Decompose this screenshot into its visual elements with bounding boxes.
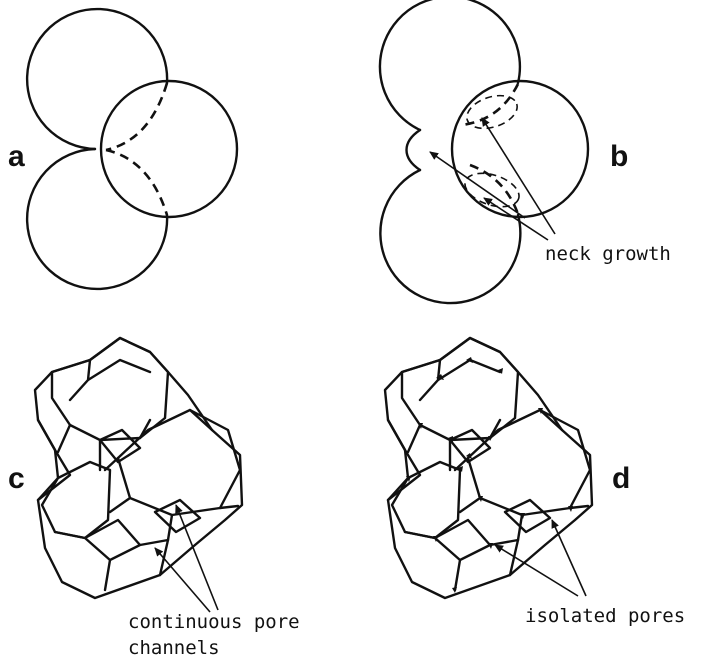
particle-top-b: [378, 0, 522, 132]
pore: [448, 436, 453, 442]
particle-bottom-a: [25, 147, 169, 291]
panel-c: c continuous pore channels: [8, 336, 300, 659]
neck-ellipse-lower: [464, 172, 520, 208]
pore: [568, 506, 573, 512]
grain-square-mid-d: [448, 428, 492, 464]
grain-center-facet-d: [453, 408, 590, 542]
grain-top-c: [50, 336, 170, 442]
neck-arrow-left: [429, 151, 526, 219]
pore: [488, 436, 493, 441]
panel-label-b: b: [610, 140, 628, 173]
neck-dash-lower: [469, 163, 520, 215]
isolated-arrow-1: [494, 544, 579, 597]
pore: [433, 536, 438, 542]
grain-facet-top-d: [406, 358, 502, 472]
neck-ellipse-upper: [466, 94, 518, 130]
pore-arrow-2: [154, 547, 211, 613]
grain-bottom-c: [53, 518, 170, 592]
particle-bottom-b: [379, 168, 522, 305]
grain-square-mid-c: [98, 428, 142, 464]
panel-label-a: a: [8, 140, 25, 173]
grain-square-lower-c: [153, 498, 202, 534]
pore-arrow-1: [175, 504, 219, 611]
grain-left-d: [390, 460, 462, 540]
pore: [538, 408, 543, 414]
neck-arrow-upper: [481, 117, 556, 235]
hidden-outline-top-a: [105, 82, 169, 152]
pore: [458, 466, 463, 472]
hidden-outline-bottom-a: [105, 148, 169, 216]
panel-d: d isolated pores: [383, 336, 685, 627]
pore: [466, 357, 473, 363]
pore: [466, 453, 472, 459]
isolated-arrow-2: [551, 519, 587, 597]
continuous-pore-label-line1: continuous pore: [128, 611, 300, 633]
pore: [488, 543, 493, 549]
isolated-pores-label: isolated pores: [525, 605, 685, 627]
panel-b: b neck growth: [378, 0, 671, 305]
grain-center-facet-c: [103, 408, 240, 542]
grain-square-lower-d: [503, 498, 552, 534]
grain-left-lobe-d: [386, 418, 410, 502]
grain-facet-top-c: [56, 358, 152, 472]
grain-left-c: [40, 460, 112, 540]
pore: [520, 513, 525, 519]
pore: [478, 496, 483, 502]
grain-cluster-outline-c: [33, 336, 244, 600]
particle-right-b: [450, 79, 590, 219]
neck-contour-b: [405, 128, 422, 172]
particle-top-a: [25, 7, 169, 151]
grain-cluster-outline-d: [383, 336, 594, 600]
isolated-pores: [406, 357, 573, 593]
neck-dash-upper: [461, 83, 520, 127]
pore: [406, 476, 411, 482]
panel-a: a: [8, 7, 239, 291]
particle-right-a: [99, 79, 239, 219]
continuous-pore-label-line2: channels: [128, 637, 220, 659]
grain-top-d: [400, 336, 520, 442]
pore: [436, 374, 444, 380]
neck-growth-label: neck growth: [545, 243, 671, 265]
pore: [498, 368, 503, 374]
pore: [452, 587, 457, 593]
panel-label-d: d: [612, 462, 630, 495]
panel-label-c: c: [8, 462, 25, 495]
grain-bottom-d: [403, 518, 520, 592]
neck-arrow-lower: [483, 197, 549, 241]
grain-left-lobe-c: [36, 418, 60, 502]
pore: [418, 423, 423, 429]
